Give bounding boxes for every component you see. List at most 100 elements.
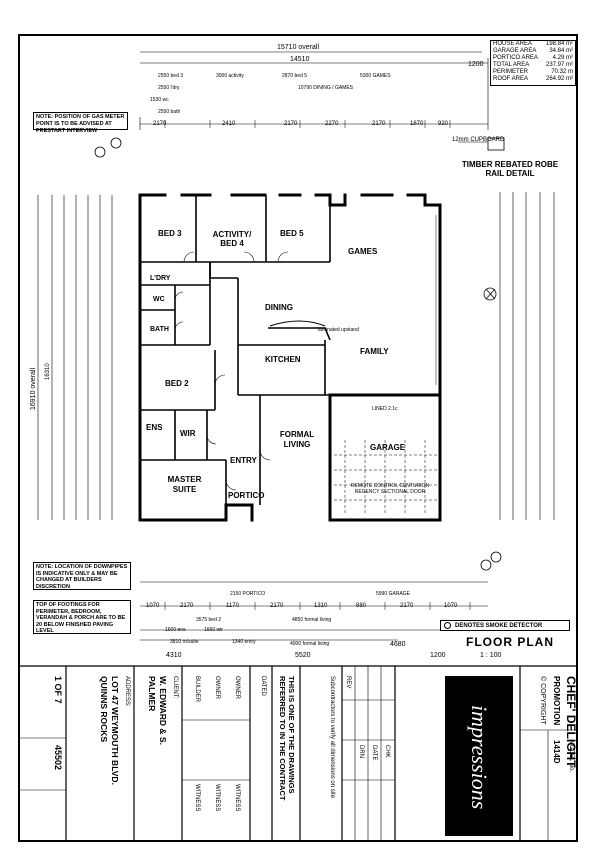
footings-note: TOP OF FOOTINGS FOR PERIMETER, BEDROOM, …: [33, 600, 131, 634]
bottom-chain-1: 2170: [180, 603, 194, 609]
downpipes-note: NOTE: LOCATION OF DOWNPIPES IS INDICATIV…: [33, 562, 131, 590]
top-room-dim-6: 1530 wc: [150, 97, 169, 103]
left-16310-dim: 16310: [45, 363, 51, 380]
bottom-1200-dim: 1200: [430, 652, 446, 659]
witness-label-2: WITNESS: [214, 784, 220, 812]
top-chain-4: 2170: [372, 121, 386, 127]
room-family: FAMILY: [360, 347, 389, 356]
owner-label-1: OWNER: [214, 676, 220, 699]
room-formal: FORMAL LIVING: [279, 430, 315, 449]
bottom-room-dim-5: 1660 wir: [204, 627, 223, 633]
room-portico: PORTICO: [228, 491, 265, 500]
top-overall-dim: 15710 overall: [277, 44, 320, 51]
top-room-dim-1: 3000 activity: [216, 73, 244, 79]
room-bed5: BED 5: [280, 229, 304, 238]
garage-door-note: REMOTE CONTROL CENTURION REGENCY SECTION…: [350, 483, 430, 495]
drawing-sheet: [18, 34, 578, 842]
top-1200-dim: 1200: [468, 61, 484, 68]
smoke-detector-legend: DENOTES SMOKE DETECTOR: [440, 620, 570, 631]
top-chain-6: 920: [438, 121, 449, 127]
top-room-dim-7: 2550 bath: [158, 109, 181, 115]
laminated-upstand-note: laminated upstand: [318, 327, 359, 333]
top-room-dim-3: 5300 GAMES: [360, 73, 391, 79]
top-chain-0: 2170: [153, 121, 167, 127]
robe-rail-detail-title: TIMBER REBATED ROBE RAIL DETAIL: [461, 160, 559, 178]
job-number: 45502: [53, 745, 63, 771]
model-number: 1414D: [552, 740, 561, 764]
contract-text: THIS IS ONE OF THE DRAWINGS REFERRED TO …: [278, 676, 296, 801]
sheet-number: 1 OF 7: [53, 676, 63, 704]
bottom-room-dim-0: 2150 PORTICO: [230, 591, 266, 597]
room-ldry: L'DRY: [150, 275, 171, 282]
top-chain-5: 1670: [410, 121, 424, 127]
address-label: ADDRESS:: [124, 676, 130, 707]
bottom-room-dim-4: 1600 ens: [165, 627, 186, 633]
room-bed2: BED 2: [165, 379, 189, 388]
room-bed3: BED 3: [158, 229, 182, 238]
bottom-room-dim-3: 4850 formal living: [292, 617, 332, 623]
bottom-chain-7: 1070: [444, 603, 458, 609]
smoke-detector-label: DENOTES SMOKE DETECTOR: [455, 623, 543, 629]
promotion-label: PROMOTION: [552, 676, 561, 726]
room-bath: BATH: [150, 326, 169, 333]
room-entry: ENTRY: [230, 456, 257, 465]
room-garage: GARAGE: [370, 443, 406, 452]
top-14510-dim: 14510: [290, 56, 310, 63]
bottom-5520-dim: 5520: [295, 652, 311, 659]
room-dining: DINING: [265, 303, 293, 312]
date-label: DATE: [371, 745, 377, 761]
client-label: CLIENT:: [172, 676, 178, 699]
chk-label: CHK: [384, 745, 390, 758]
room-ens: ENS: [146, 423, 163, 432]
drn-label: DRN: [358, 745, 364, 758]
smoke-detector-icon: [444, 622, 451, 629]
bottom-room-dim-2: 3575 bed 2: [196, 617, 222, 623]
brand-name: impressions: [467, 705, 492, 810]
bottom-room-dim-8: 1340 entry: [232, 639, 256, 645]
builder-label: BUILDER: [194, 676, 200, 703]
plan-title: FLOOR PLAN: [466, 635, 554, 649]
bottom-chain-3: 2170: [270, 603, 284, 609]
room-activity: ACTIVITY/ BED 4: [212, 230, 252, 248]
owner-label-2: OWNER: [234, 676, 240, 699]
bottom-room-dim-7: 3810 m/suite: [170, 639, 199, 645]
client-value: W. EDWARD & S. PALMER: [147, 676, 168, 745]
witness-label-1: WITNESS: [194, 784, 200, 812]
copyright-label: © COPYRIGHT: [539, 676, 546, 725]
subcontractor-note: Subcontractors to verify all dimensions …: [329, 676, 335, 799]
room-kitchen: KITCHEN: [265, 355, 301, 364]
room-wir: WIR: [180, 429, 196, 438]
top-room-dim-0: 2550 bed 3: [158, 73, 184, 79]
bottom-chain-0: 1070: [146, 603, 160, 609]
top-room-dim-5: 10790 DINING / GAMES: [298, 85, 354, 91]
bottom-chain-2: 1170: [226, 603, 239, 609]
bottom-4310-dim: 4310: [166, 652, 182, 659]
room-wc: WC: [153, 296, 165, 303]
rev-label: REV: [345, 676, 351, 689]
top-chain-2: 2170: [284, 121, 298, 127]
top-room-dim-2: 2870 bed 5: [282, 73, 308, 79]
top-chain-3: 2270: [325, 121, 339, 127]
top-chain-1: 2410: [222, 121, 236, 127]
dated-label: DATED: [260, 676, 266, 696]
gas-meter-note: NOTE: POSITION OF GAS METER POINT IS TO …: [33, 112, 128, 134]
plan-scale: 1 : 100: [480, 652, 502, 659]
bottom-chain-6: 2170: [400, 603, 414, 609]
bottom-room-dim-1: 5990 GARAGE: [376, 591, 410, 597]
bottom-chain-4: 1310: [314, 603, 328, 609]
bottom-room-dim-6: 4000 formal living: [290, 641, 330, 647]
bottom-chain-5: 880: [356, 603, 367, 609]
garage-lined-note: LINED 2.1c: [372, 406, 398, 412]
top-room-dim-4: 2550 l'dry: [158, 85, 180, 91]
model-label: MODEL No.: [568, 740, 574, 773]
room-games: GAMES: [348, 247, 378, 256]
bottom-4680-dim: 4680: [390, 641, 406, 648]
